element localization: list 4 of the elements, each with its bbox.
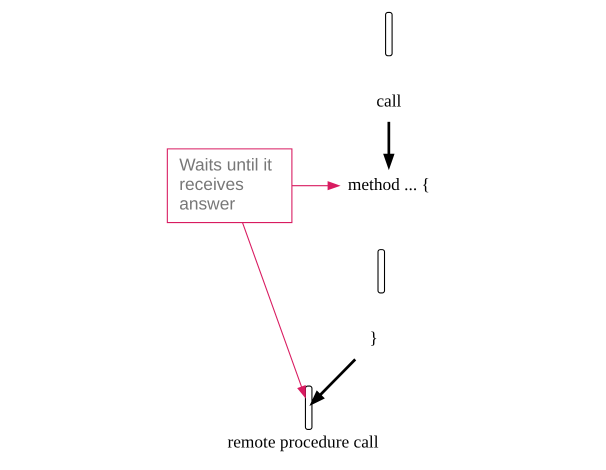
node-text: } [370,328,378,348]
caption: remote procedure call [227,432,379,452]
node-text: call [376,91,402,110]
node-text: method ... { [348,174,430,194]
